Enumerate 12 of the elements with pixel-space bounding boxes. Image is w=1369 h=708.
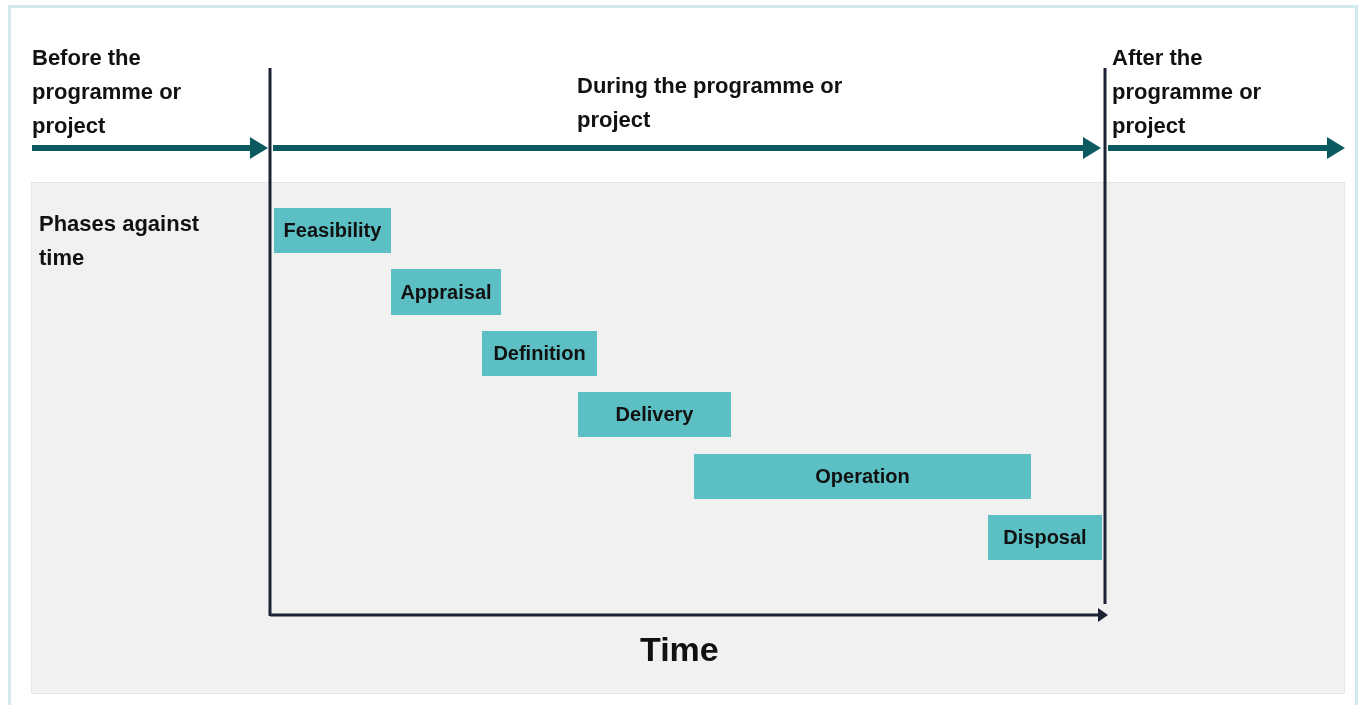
phase-bar: Definition: [482, 331, 597, 376]
phase-panel: [31, 182, 1345, 694]
phase-bar: Operation: [694, 454, 1031, 499]
phase-bar: Delivery: [578, 392, 731, 437]
phase-label: Before the programme or project: [32, 44, 183, 140]
panel-heading: Phases against time: [39, 210, 201, 272]
phase-bar: Appraisal: [391, 269, 501, 315]
phase-label: During the programme or project: [577, 72, 844, 134]
phase-bar: Feasibility: [274, 208, 391, 253]
phase-label: After the programme or project: [1112, 44, 1263, 140]
axis-title: Time: [640, 630, 719, 669]
phase-bar: Disposal: [988, 515, 1102, 560]
